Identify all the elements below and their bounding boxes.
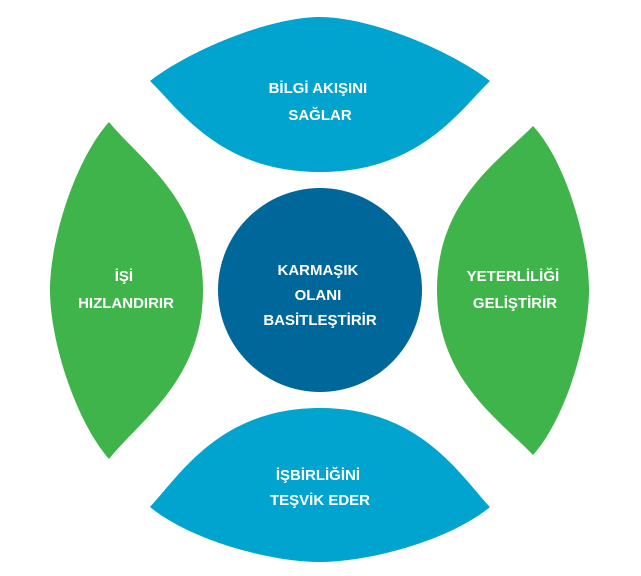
petal-right: YETERLİLİĞİ GELİŞTİRİR [437,126,589,455]
petal-left-label: İŞİ HIZLANDIRIR [78,268,174,312]
petal-right-line-1: YETERLİLİĞİ [467,267,560,285]
center-line-2: OLANI [295,287,342,304]
petal-left-shape [50,122,203,459]
center-label: KARMAŞIK OLANI BASİTLEŞTİRİR [263,262,377,329]
petal-right-shape [437,126,589,455]
petal-left-line-1: İŞİ [115,268,133,285]
center-line-1: KARMAŞIK [277,262,358,279]
petal-bottom-line-2: TEŞVİK EDER [270,492,370,509]
petal-bottom: İŞBİRLİĞİNİ TEŞVİK EDER [150,408,490,562]
center-line-3: BASİTLEŞTİRİR [263,312,377,329]
petal-top-label: BİLGİ AKIŞINI SAĞLAR [269,80,372,124]
petal-top: BİLGİ AKIŞINI SAĞLAR [150,17,490,172]
petal-top-shape [150,17,490,172]
petal-left-line-2: HIZLANDIRIR [78,295,174,312]
petal-right-label: YETERLİLİĞİ GELİŞTİRİR [467,267,564,312]
center-node: KARMAŞIK OLANI BASİTLEŞTİRİR [218,188,422,392]
petal-bottom-label: İŞBİRLİĞİNİ TEŞVİK EDER [270,466,370,509]
petal-top-line-2: SAĞLAR [288,106,352,124]
petal-bottom-shape [150,408,490,562]
petal-top-line-1: BİLGİ AKIŞINI [269,80,368,97]
petal-left: İŞİ HIZLANDIRIR [50,122,203,459]
petal-bottom-line-1: İŞBİRLİĞİNİ [276,466,360,484]
petal-right-line-2: GELİŞTİRİR [473,295,557,312]
center-circle [218,188,422,392]
